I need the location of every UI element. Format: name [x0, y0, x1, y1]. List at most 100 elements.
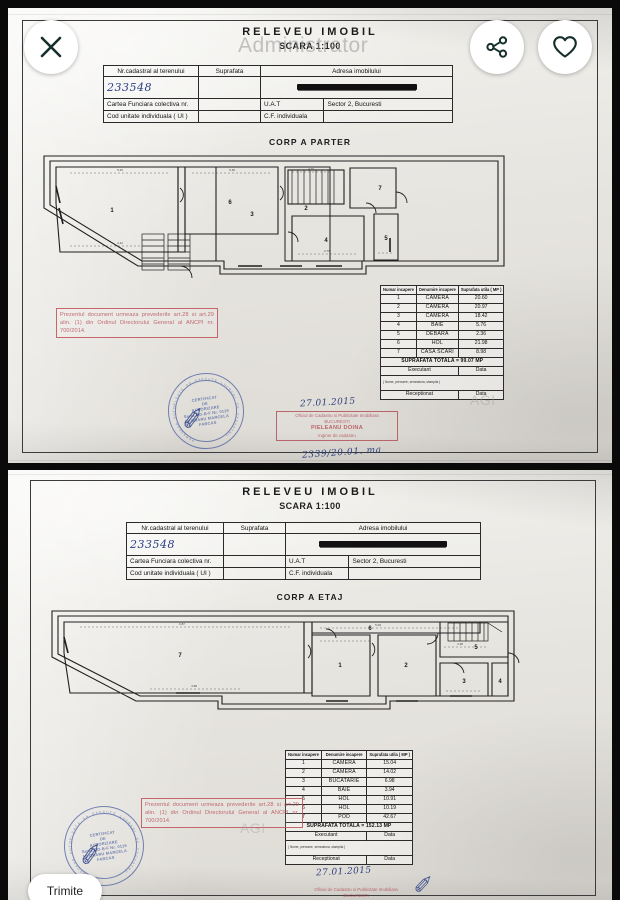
- header-cadastral-number: Nr.cadastral al terenului: [126, 522, 224, 534]
- page-frame: [22, 20, 598, 453]
- svg-text:3: 3: [462, 679, 466, 685]
- ocpi-office-line: Oficiul de Cadastru si Publicitate Imobi…: [295, 413, 379, 418]
- ocpi-officer-name: PIELEANU DOINA: [310, 425, 364, 432]
- table-row: 233548: [126, 533, 481, 556]
- cell-cf-colectiva-label: Cartea Funciara colectiva nr.: [126, 555, 224, 568]
- table-row: Cod unitate individuala ( UI ) C.F. indi…: [103, 110, 453, 123]
- share-icon: [486, 36, 508, 58]
- cell-room-area: 18.42: [457, 312, 505, 322]
- scan-crease: [8, 474, 612, 475]
- header-address: Adresa imobilului: [260, 65, 453, 77]
- cell-uat-value: Sector 2, Bucuresti: [352, 558, 407, 565]
- cell-address-value: [285, 533, 481, 556]
- document-page-etaj[interactable]: RELEVEU IMOBIL SCARA 1:100 Nr.cadastral …: [8, 470, 612, 900]
- cell-address-value: [260, 76, 453, 99]
- cell-cf-individuala-group: C.F. individuala: [260, 110, 453, 123]
- cell-room-area: 20.97: [457, 303, 505, 313]
- cell-cf-colectiva-value: [223, 555, 286, 568]
- floor-plan-etaj: 7 1 2 3 4 5 6 6.87 4.98 5.09 4.38: [40, 605, 540, 725]
- cell-signature-hint: ( Nume, prenume, semnatura, stampila ): [285, 840, 413, 856]
- svg-text:5.48: 5.48: [229, 168, 235, 172]
- authorization-stamp-parter: CERTIFICAT DE AUTORIZARE Seria RO-B-F Nr…: [163, 368, 249, 454]
- table-header-row: Numar incapere Denumire incapere Suprafa…: [285, 750, 413, 760]
- ancpi-compliance-note: Prezentul document urmeaza prevederile a…: [56, 308, 218, 339]
- cell-room-number: 7: [380, 348, 417, 358]
- header-room-name: Denumire incapere: [320, 750, 368, 760]
- cell-room-name: POD: [320, 813, 368, 823]
- document-page-parter[interactable]: RELEVEU IMOBIL SCARA 1:100 Nr.cadastral …: [8, 8, 612, 463]
- favorite-button[interactable]: [538, 20, 592, 74]
- table-row: Cartea Funciara colectiva nr. U.A.T Sect…: [126, 555, 481, 568]
- cell-room-area: 6.98: [366, 777, 413, 787]
- svg-text:4.12: 4.12: [117, 241, 123, 245]
- cell-cf-individuala-label: C.F. individuala: [286, 568, 349, 579]
- svg-text:5.09: 5.09: [375, 623, 381, 627]
- section-title-parter: CORP A PARTER: [269, 137, 351, 147]
- cell-uat-label: U.A.T: [286, 556, 349, 567]
- document-scale: SCARA 1:100: [279, 501, 341, 511]
- header-address: Adresa imobilului: [285, 522, 481, 534]
- svg-text:5: 5: [384, 236, 388, 242]
- cell-data-label-2: Data: [366, 855, 413, 865]
- document-title: RELEVEU IMOBIL: [242, 26, 378, 38]
- bottom-action-button[interactable]: Trimite: [28, 874, 102, 900]
- table-header-row: Numar incapere Denumire incapere Suprafa…: [380, 285, 505, 295]
- cell-room-name: HOL: [320, 795, 368, 805]
- cell-room-name: BAIE: [320, 786, 368, 796]
- cell-data-label: Data: [457, 366, 505, 376]
- cell-room-area: 8.98: [457, 348, 505, 358]
- cell-room-name: CASA SCARI: [415, 348, 459, 358]
- redaction-bar: [319, 541, 447, 548]
- svg-text:1: 1: [110, 208, 114, 214]
- table-row: 5 DEBARA 2.36: [380, 330, 505, 340]
- ocpi-city-line: BUCURESTI: [343, 893, 369, 899]
- cell-room-area: 3.94: [366, 786, 413, 796]
- close-button[interactable]: [24, 20, 78, 74]
- table-row: 2 CAMERA 20.97: [380, 303, 505, 313]
- cell-cf-individuala-label: C.F. individuala: [261, 111, 324, 122]
- table-row: Receptionat Data: [380, 390, 505, 400]
- table-row: Receptionat Data: [284, 855, 413, 865]
- cell-room-area: 42.67: [366, 813, 413, 823]
- header-room-area: Suprafata utila ( MP ): [366, 750, 413, 760]
- cell-cf-individuala-value: [323, 111, 452, 122]
- share-button[interactable]: [470, 20, 524, 74]
- ocpi-office-line: Oficiul de Cadastru si Publicitate Imobi…: [314, 887, 398, 892]
- floor-plan-parter: 1 6 2 3 4 5 7 5.46 5.48 4.12 4.30 2.76: [30, 148, 530, 298]
- svg-text:2: 2: [304, 206, 308, 212]
- cell-room-number: 6: [380, 339, 417, 349]
- table-row: Executant Data: [284, 831, 413, 841]
- table-row-total: SUPRAFATA TOTALA = 99.07 MP: [379, 357, 505, 367]
- cell-ui-code-value: [223, 567, 286, 580]
- table-row: 2 CAMERA 14.02: [285, 768, 413, 778]
- cell-room-name: CAMERA: [320, 768, 368, 778]
- close-icon: [40, 36, 62, 58]
- cell-room-name: DEBARA: [415, 330, 459, 340]
- property-info-table: Nr.cadastral al terenului Suprafata Adre…: [126, 522, 481, 580]
- cell-ui-code-value: [198, 110, 261, 123]
- redaction-bar: [296, 84, 417, 91]
- cell-cadastral-number: 233548: [126, 533, 224, 556]
- svg-text:6: 6: [228, 200, 232, 206]
- cell-room-number: 1: [380, 294, 417, 304]
- table-row: ( Nume, prenume, semnatura, stampila ): [285, 840, 413, 856]
- property-info-table: Nr.cadastral al terenului Suprafata Adre…: [103, 65, 453, 123]
- table-row: Cod unitate individuala ( UI ) C.F. indi…: [126, 567, 481, 580]
- table-row: 1 CAMERA 20.60: [380, 294, 505, 304]
- cell-cf-colectiva-value: [198, 98, 261, 111]
- table-row: Nr.cadastral al terenului Suprafata Adre…: [103, 65, 453, 77]
- table-row: 233548: [103, 76, 453, 99]
- table-row-total: SUPRAFATA TOTALA = 152.13 MP: [285, 822, 413, 832]
- header-surface: Suprafata: [198, 65, 261, 77]
- cell-room-number: 5: [380, 330, 417, 340]
- table-row: ( Nume, prenume, semnatura, stampila ): [379, 375, 505, 391]
- svg-text:4: 4: [498, 679, 502, 685]
- table-row: 3 BUCATARIE 6.98: [285, 777, 413, 787]
- cell-room-number: 1: [285, 759, 322, 769]
- ocpi-reception-stamp: Oficiul de Cadastru si Publicitate Imobi…: [276, 411, 398, 442]
- cell-cadastral-number: 233548: [103, 76, 199, 99]
- document-title: RELEVEU IMOBIL: [242, 486, 378, 498]
- svg-text:5.46: 5.46: [117, 168, 123, 172]
- section-title-etaj: CORP A ETAJ: [276, 592, 344, 602]
